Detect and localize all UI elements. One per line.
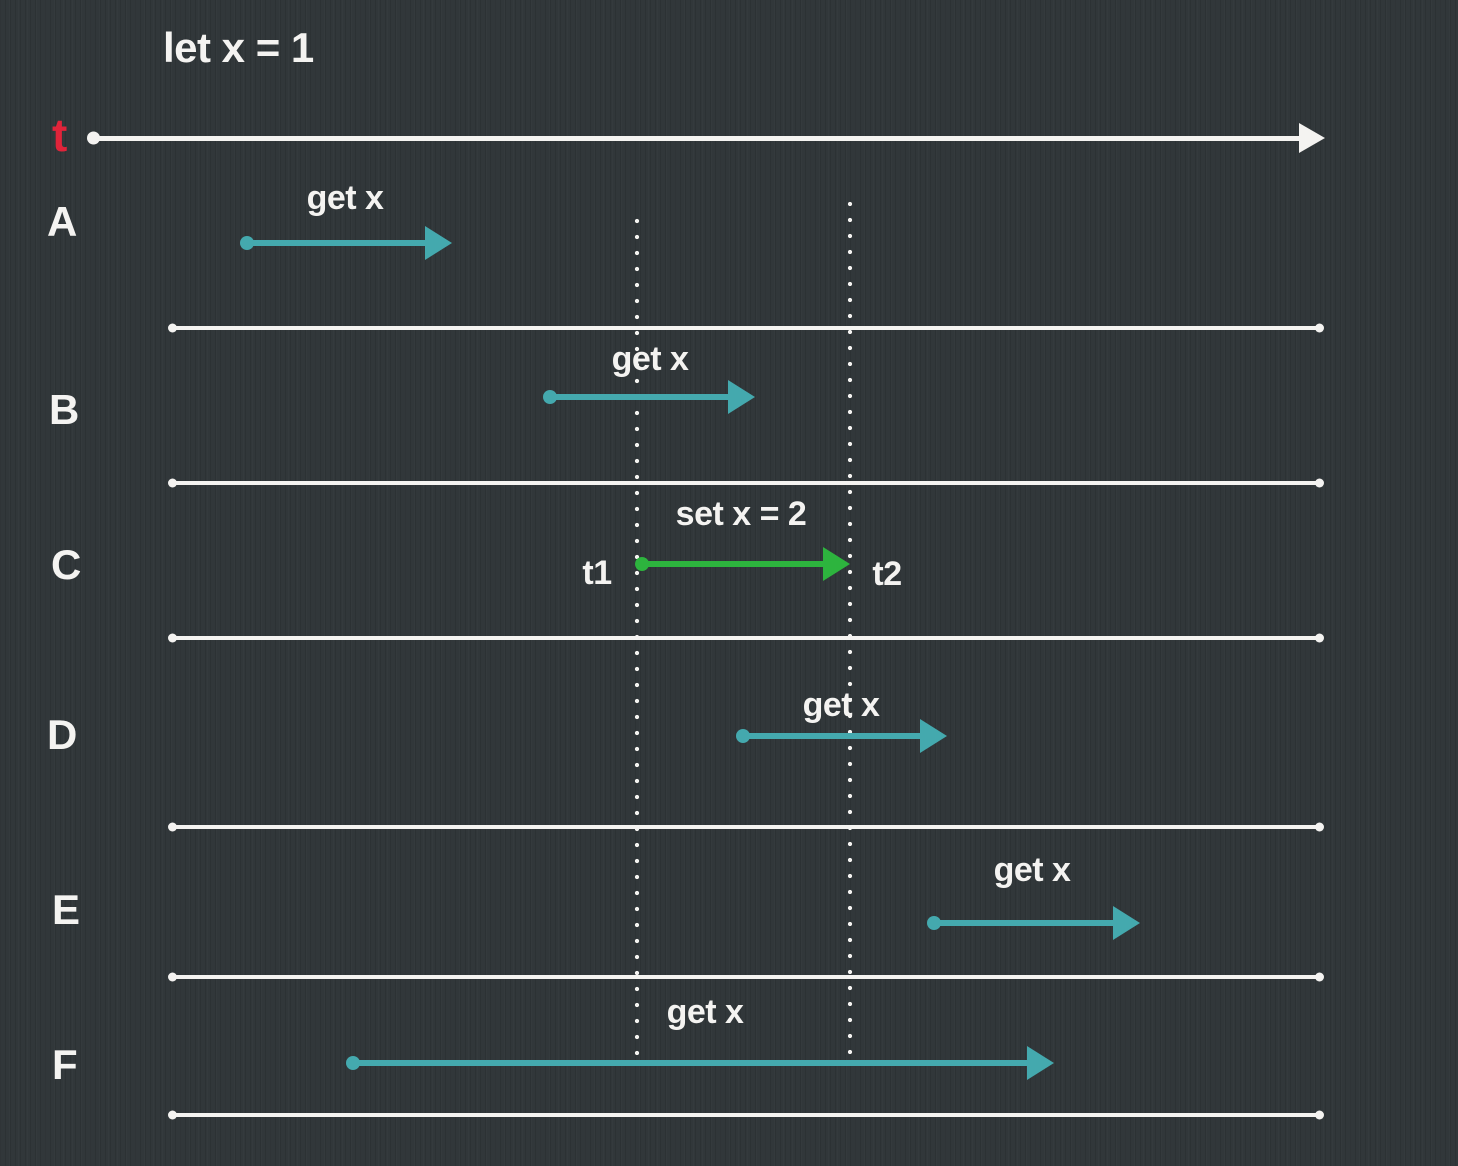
lane-label-f: F bbox=[52, 1041, 78, 1088]
time-axis-arrow bbox=[90, 123, 1325, 153]
operation-label-e: get x bbox=[993, 851, 1071, 889]
lane-label-a: A bbox=[47, 198, 77, 245]
lane-separator-6 bbox=[170, 1113, 1322, 1117]
operation-arrow-c-shaft bbox=[638, 561, 826, 567]
operation-label-c: set x = 2 bbox=[675, 495, 807, 533]
lane-label-d: D bbox=[47, 711, 77, 758]
operation-arrow-a-shaft bbox=[243, 240, 428, 246]
operation-arrow-f-shaft bbox=[349, 1060, 1030, 1066]
operation-arrow-e bbox=[930, 906, 1140, 940]
operation-arrow-e-arrowhead-icon bbox=[1113, 906, 1140, 940]
marker-label-t2: t2 bbox=[872, 555, 902, 593]
operation-arrow-a-arrowhead-icon bbox=[425, 226, 452, 260]
operation-arrow-f-arrowhead-icon bbox=[1027, 1046, 1054, 1080]
lane-label-e: E bbox=[52, 886, 80, 933]
operation-arrow-b bbox=[546, 380, 755, 414]
lane-separator-4 bbox=[170, 825, 1322, 829]
lane-separator-5 bbox=[170, 975, 1322, 979]
operation-arrow-b-arrowhead-icon bbox=[728, 380, 755, 414]
time-axis-label: t bbox=[52, 109, 67, 161]
operation-label-f: get x bbox=[666, 993, 744, 1031]
operation-arrow-d bbox=[739, 719, 947, 753]
time-axis-arrow-shaft bbox=[90, 135, 1302, 141]
operation-arrow-f bbox=[349, 1046, 1054, 1080]
operation-label-d: get x bbox=[802, 686, 880, 724]
operation-arrow-d-arrowhead-icon bbox=[920, 719, 947, 753]
operation-arrow-d-shaft bbox=[739, 733, 923, 739]
time-axis-arrowhead-icon bbox=[1299, 123, 1325, 153]
dotted-guide-t2 bbox=[847, 196, 853, 1058]
lane-separator-1 bbox=[170, 326, 1322, 330]
lane-separator-3 bbox=[170, 636, 1322, 640]
lane-label-b: B bbox=[49, 386, 79, 433]
lane-separator-2 bbox=[170, 481, 1322, 485]
operation-label-a: get x bbox=[306, 179, 384, 217]
operation-arrow-c-arrowhead-icon bbox=[823, 547, 850, 581]
lane-label-c: C bbox=[51, 541, 81, 588]
operation-arrow-e-shaft bbox=[930, 920, 1116, 926]
diagram-title: let x = 1 bbox=[163, 24, 314, 71]
operation-arrow-a bbox=[243, 226, 452, 260]
operation-arrow-b-shaft bbox=[546, 394, 731, 400]
operation-arrow-c bbox=[638, 547, 850, 581]
marker-label-t1: t1 bbox=[582, 554, 612, 592]
operation-label-b: get x bbox=[611, 340, 689, 378]
dotted-guide-t1 bbox=[634, 213, 640, 1055]
